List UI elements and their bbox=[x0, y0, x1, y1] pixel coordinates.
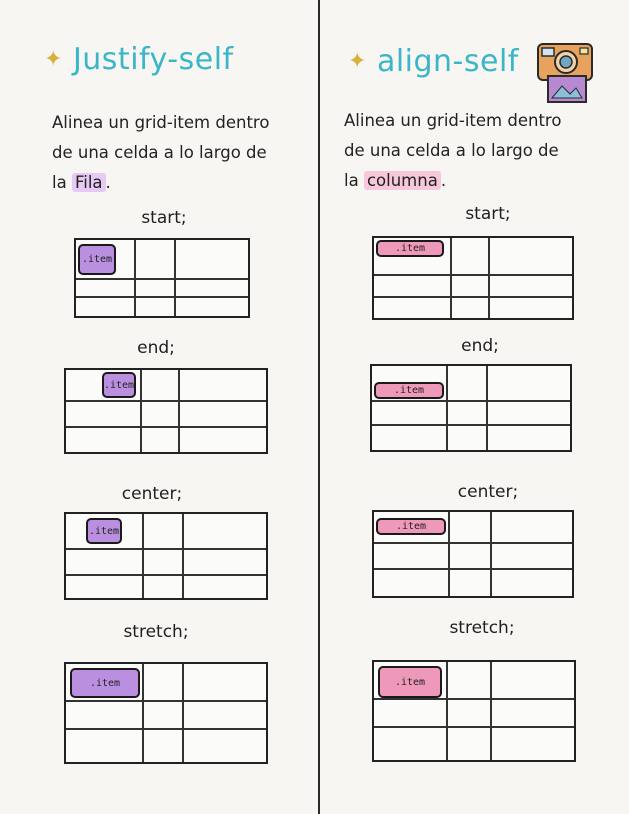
grid-item: .item bbox=[70, 668, 140, 698]
example-caption: center; bbox=[457, 482, 519, 502]
grid-item: .item bbox=[102, 372, 136, 398]
example-grid: .item bbox=[372, 510, 574, 598]
example-grid: .item bbox=[372, 660, 576, 762]
example-caption: center; bbox=[121, 484, 183, 504]
example-caption: start; bbox=[141, 208, 187, 228]
sparkle-icon: ✦ bbox=[348, 49, 367, 74]
example-caption: stretch; bbox=[449, 618, 515, 638]
align-self-description: Alinea un grid-item dentro de una celda … bbox=[344, 111, 562, 190]
example-grid: .item bbox=[372, 236, 574, 320]
grid-item: .item bbox=[376, 240, 444, 257]
example-grid: .item bbox=[64, 512, 268, 600]
example-grid: .item bbox=[370, 364, 572, 452]
example-caption: start; bbox=[465, 204, 511, 224]
example-grid: .item bbox=[64, 662, 268, 764]
align-self-title: ✦align-self bbox=[348, 44, 519, 79]
example-grid: .item bbox=[64, 368, 268, 454]
camera-icon bbox=[537, 43, 593, 103]
grid-item: .item bbox=[78, 244, 116, 275]
grid-item: .item bbox=[86, 518, 122, 544]
example-grid: .item bbox=[74, 238, 250, 318]
example-caption: stretch; bbox=[123, 622, 189, 642]
columna-highlight: columna bbox=[363, 171, 441, 190]
sparkle-icon: ✦ bbox=[44, 47, 63, 72]
grid-item: .item bbox=[378, 666, 442, 698]
justify-self-column: ✦Justify-self Alinea un grid-item dentro… bbox=[12, 0, 312, 814]
justify-self-title: ✦Justify-self bbox=[44, 42, 234, 77]
justify-self-description: Alinea un grid-item dentro de una celda … bbox=[52, 113, 270, 192]
align-self-column: ✦align-self Alinea un grid-item dentro d… bbox=[326, 0, 626, 814]
grid-item: .item bbox=[376, 518, 446, 535]
example-caption: end; bbox=[137, 338, 175, 358]
grid-item: .item bbox=[374, 382, 444, 399]
column-divider bbox=[318, 0, 320, 814]
fila-highlight: Fila bbox=[71, 173, 106, 192]
example-caption: end; bbox=[461, 336, 499, 356]
